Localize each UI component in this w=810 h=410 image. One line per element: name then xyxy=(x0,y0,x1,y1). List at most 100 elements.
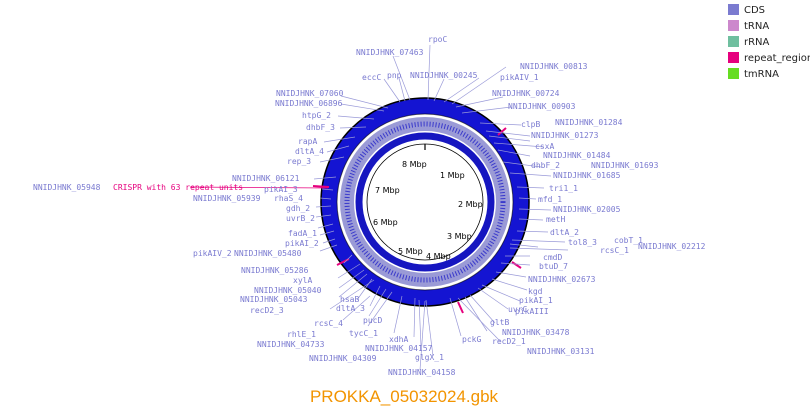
feature-label: rcsC_4 xyxy=(314,319,343,328)
feature-label: kgd xyxy=(528,287,543,296)
feature-label: NNIDJHNK_04158 xyxy=(388,368,456,377)
feature-label: rep_3 xyxy=(287,157,311,166)
feature-label: rapA xyxy=(298,137,317,146)
crispr-leader xyxy=(189,186,329,189)
feature-label: uvrB_2 xyxy=(286,214,315,223)
legend: CDS tRNA rRNA repeat_region tmRNA xyxy=(728,4,810,80)
tick-3mbp: 3 Mbp xyxy=(447,232,472,241)
legend-label-tmrna: tmRNA xyxy=(744,69,779,80)
feature-label: recD2_1 xyxy=(492,337,526,346)
feature-label: eccC xyxy=(362,73,381,82)
feature-label: NNIDJHNK_03478 xyxy=(502,328,570,337)
feature-label: NNIDJHNK_02212 xyxy=(638,242,706,251)
feature-label: dltA_2 xyxy=(550,228,579,237)
feature-label: tri1_1 xyxy=(549,184,578,193)
legend-label-rrna: rRNA xyxy=(744,37,770,48)
legend-label-trna: tRNA xyxy=(744,21,769,32)
feature-label: clpB xyxy=(521,120,540,129)
feature-label: rpoC xyxy=(428,35,447,44)
feature-label: cmdD xyxy=(543,253,562,262)
gc-ring xyxy=(355,132,495,272)
feature-label: NNIDJHNK_00724 xyxy=(492,89,560,98)
feature-label: dltA_4 xyxy=(295,147,324,156)
feature-label: NNIDJHNK_05480 xyxy=(234,249,302,258)
feature-label: rhaS_4 xyxy=(274,194,303,203)
tick-6mbp: 6 Mbp xyxy=(373,218,398,227)
feature-label: NNIDJHNK_05286 xyxy=(241,266,309,275)
legend-label-cds: CDS xyxy=(744,5,765,16)
crispr-label: CRISPR with 63 repeat units xyxy=(113,183,243,192)
feature-label: NNIDJHNK_05939 xyxy=(193,194,261,203)
tick-7mbp: 7 Mbp xyxy=(375,186,400,195)
feature-label: NNIDJHNK_01273 xyxy=(531,131,599,140)
feature-label: pikAIII xyxy=(515,307,549,316)
legend-swatch-repeat-region xyxy=(728,52,739,63)
feature-label: pckG xyxy=(462,335,481,344)
feature-label: NNIDJHNK_07463 xyxy=(356,48,424,57)
feature-label: NNIDJHNK_01484 xyxy=(543,151,611,160)
feature-label: NNIDJHNK_01284 xyxy=(555,118,623,127)
feature-label: pikAI_1 xyxy=(519,296,553,305)
feature-label: rhlE_1 xyxy=(287,330,316,339)
legend-swatch-cds xyxy=(728,4,739,15)
tick-8mbp: 8 Mbp xyxy=(402,160,427,169)
feature-label: NNIDJHNK_06121 xyxy=(232,174,300,183)
leader-lines xyxy=(313,44,569,371)
circular-genome: 1 Mbp 2 Mbp 3 Mbp 4 Mbp 5 Mbp 6 Mbp 7 Mb… xyxy=(312,97,530,314)
feature-label: NNIDJHNK_04733 xyxy=(257,340,325,349)
feature-label: dhbF_2 xyxy=(531,161,560,170)
feature-label: NNIDJHNK_00903 xyxy=(508,102,576,111)
backbone-mid xyxy=(336,113,514,291)
feature-label: xylA xyxy=(293,276,312,285)
feature-label: htpG_2 xyxy=(302,111,331,120)
mbp-ticks: 1 Mbp 2 Mbp 3 Mbp 4 Mbp 5 Mbp 6 Mbp 7 Mb… xyxy=(373,160,483,261)
feature-label: NNIDJHNK_04309 xyxy=(309,354,377,363)
feature-labels: NNIDJHNK_07463 rpoC eccC pnp NNIDJHNK_00… xyxy=(33,35,706,377)
feature-label: tycC_1 xyxy=(349,329,378,338)
feature-label: NNIDJHNK_07060 xyxy=(276,89,344,98)
feature-label: gdh_2 xyxy=(286,204,310,213)
feature-label: pikAI_3 xyxy=(264,185,298,194)
feature-label: pikAIV_1 xyxy=(500,73,539,82)
backbone-outer xyxy=(320,97,530,307)
feature-label: btuD_7 xyxy=(539,262,568,271)
feature-label: metH xyxy=(546,215,565,224)
feature-label: NNIDJHNK_05040 xyxy=(254,286,322,295)
feature-label: NNIDJHNK_03131 xyxy=(527,347,595,356)
feature-label: NNIDJHNK_05948 xyxy=(33,183,101,192)
tick-2mbp: 2 Mbp xyxy=(458,200,483,209)
feature-label: gltB xyxy=(490,318,509,327)
feature-label: NNIDJHNK_02673 xyxy=(528,275,596,284)
feature-label: dhbF_3 xyxy=(306,123,335,132)
feature-label: recD2_3 xyxy=(250,306,284,315)
tick-5mbp: 5 Mbp xyxy=(398,247,423,256)
feature-label: pikAI_2 xyxy=(285,239,319,248)
feature-label: csxA xyxy=(535,142,554,151)
feature-label: xdhA xyxy=(389,335,408,344)
feature-label: NNIDJHNK_06896 xyxy=(275,99,343,108)
feature-label: pucD xyxy=(363,316,382,325)
map-title: PROKKA_05032024.gbk xyxy=(310,387,499,406)
feature-label: NNIDJHNK_01693 xyxy=(591,161,659,170)
inner-cds-texture xyxy=(344,121,506,283)
feature-label: NNIDJHNK_04157 xyxy=(365,344,433,353)
feature-label: pnp xyxy=(387,71,402,80)
feature-label: rcsC_1 xyxy=(600,246,629,255)
legend-swatch-trna xyxy=(728,20,739,31)
feature-label: mfd_1 xyxy=(538,195,562,204)
feature-label: NNIDJHNK_01685 xyxy=(553,171,621,180)
feature-label: NNIDJHNK_05043 xyxy=(240,295,308,304)
feature-label: tol8_3 xyxy=(568,238,597,247)
feature-label: uvrC xyxy=(508,305,527,314)
feature-label: glgX_1 xyxy=(415,353,444,362)
feature-label: hsaB xyxy=(340,295,359,304)
legend-label-repeat-region: repeat_region xyxy=(744,53,810,64)
legend-swatch-rrna xyxy=(728,36,739,47)
tick-1mbp: 1 Mbp xyxy=(440,171,465,180)
feature-label: NNIDJHNK_00245 xyxy=(410,71,478,80)
feature-label: dltA_3 xyxy=(336,304,365,313)
feature-label: cobT_1 xyxy=(614,236,643,245)
legend-swatch-tmrna xyxy=(728,68,739,79)
tick-4mbp: 4 Mbp xyxy=(426,252,451,261)
